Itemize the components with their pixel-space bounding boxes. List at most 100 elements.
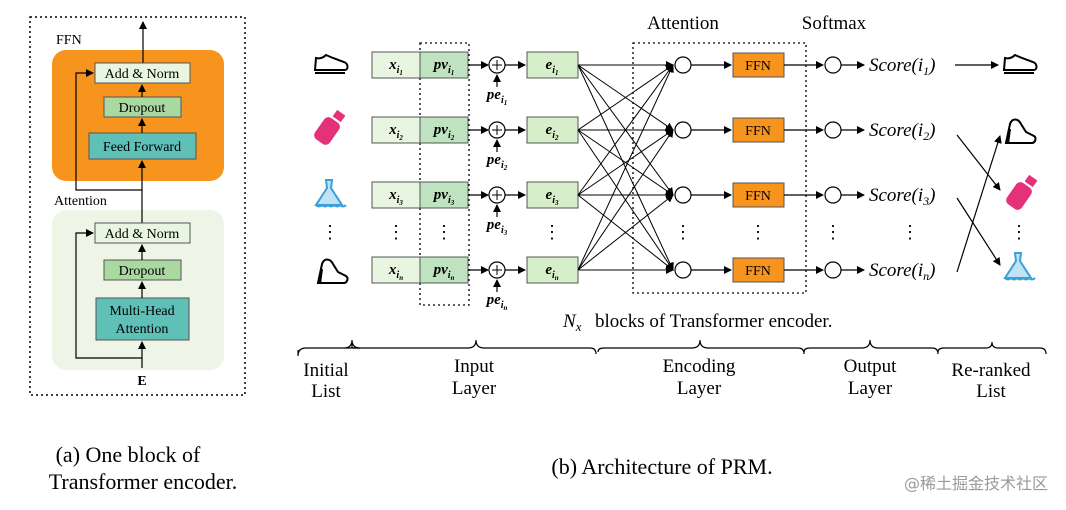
position-vector-dotted-box — [419, 42, 470, 306]
x-item-box — [371, 51, 421, 79]
stage-input-line1: Input — [454, 356, 495, 377]
attention-edge — [577, 64, 674, 196]
pe-label: pei1 — [485, 87, 507, 107]
ellipsis-row: ⋮ ⋮ ⋮ ⋮ ⋮ ⋮ ⋮ ⋮ ⋮ — [321, 222, 1028, 242]
panel-a-dotted-border — [29, 16, 246, 396]
e-item-label: ein — [545, 262, 558, 282]
add-norm-bottom-label: Add & Norm — [105, 227, 180, 242]
stage-output-line2: Layer — [848, 378, 893, 399]
svg-text:⋮: ⋮ — [901, 222, 919, 242]
stage-encoding-line2: Layer — [677, 378, 722, 399]
add-norm-top-label: Add & Norm — [105, 67, 180, 82]
panel-b: Attention Softmax ⋮ ⋮ ⋮ ⋮ ⋮ ⋮ — [297, 13, 1047, 479]
stage-reranked-line1: Re-ranked — [951, 360, 1031, 381]
e-item-box — [526, 256, 579, 284]
pv-item-box — [419, 116, 469, 144]
ffn-label: FFN — [745, 189, 771, 204]
svg-text:⋮: ⋮ — [749, 222, 767, 242]
attention-node — [674, 56, 692, 74]
ffn-box — [732, 117, 785, 143]
e-item-label: ei1 — [546, 57, 559, 77]
stage-encoding-line1: Encoding — [663, 356, 736, 377]
caption-a-line1: (a) One block of — [56, 442, 201, 467]
score-label: Score(i1) — [869, 55, 936, 78]
attention-edge — [577, 194, 674, 271]
pv-item-label: pvi2 — [432, 122, 455, 142]
x-item-label: xi2 — [388, 122, 403, 142]
svg-text:⋮: ⋮ — [543, 222, 561, 242]
ffn-label: FFN — [745, 124, 771, 139]
stage-reranked-line2: List — [976, 381, 1006, 402]
attention-block-label: Attention — [54, 194, 107, 209]
bottle-icon — [314, 109, 346, 145]
softmax-node — [824, 261, 842, 279]
feed-forward-label: Feed Forward — [103, 140, 181, 155]
add-norm-top-box — [94, 62, 191, 84]
pe-label: pei2 — [485, 152, 508, 172]
softmax-header: Softmax — [802, 13, 867, 34]
nx-symbol: Nx — [562, 311, 582, 334]
stage-initial-line2: List — [311, 381, 341, 402]
pv-item-label: pvi1 — [432, 57, 454, 77]
pv-item-box — [419, 256, 469, 284]
svg-text:⋮: ⋮ — [824, 222, 842, 242]
stage-output-line1: Output — [844, 356, 898, 377]
x-item-box — [371, 256, 421, 284]
caption-b: (b) Architecture of PRM. — [551, 454, 772, 479]
score-label: Score(i2) — [869, 120, 936, 143]
stage-initial-line1: Initial — [303, 360, 348, 381]
ffn-label: FFN — [745, 264, 771, 279]
ffn-block-label: FFN — [56, 33, 82, 48]
feed-forward-box — [88, 132, 197, 160]
ffn-box — [732, 52, 785, 78]
e-item-label: ei3 — [546, 187, 559, 207]
attention-edge — [577, 129, 674, 196]
pe-label: pein — [485, 292, 508, 312]
reranked-high-heel-icon — [1004, 118, 1037, 145]
pv-item-label: pvi3 — [432, 187, 455, 207]
attention-edge — [577, 64, 674, 271]
multi-head-attention-box — [95, 297, 190, 341]
encoder-dotted-box — [632, 42, 807, 294]
ffn-box — [732, 182, 785, 208]
stage-input-line2: Layer — [452, 378, 497, 399]
x-item-label: xin — [388, 262, 403, 282]
softmax-node — [824, 56, 842, 74]
reranked-bottle-icon — [1006, 174, 1038, 210]
x-item-box — [371, 181, 421, 209]
caption-a-line2: Transformer encoder. — [49, 469, 238, 494]
nx-text: blocks of Transformer encoder. — [595, 311, 832, 332]
svg-text:⋮: ⋮ — [674, 222, 692, 242]
dropout-bottom-label: Dropout — [119, 264, 166, 279]
svg-text:⋮: ⋮ — [1010, 222, 1028, 242]
attention-header: Attention — [647, 13, 719, 34]
ffn-label: FFN — [745, 59, 771, 74]
score-label: Score(i3) — [869, 185, 936, 208]
e-item-box — [526, 116, 579, 144]
mha-line2: Attention — [116, 322, 169, 337]
svg-text:⋮: ⋮ — [321, 222, 339, 242]
e-item-label: ei2 — [546, 122, 559, 142]
attention-edge — [577, 129, 674, 271]
pv-item-label: pvin — [432, 262, 455, 282]
x-item-label: xi3 — [388, 187, 403, 207]
dress-icon — [314, 179, 347, 208]
x-item-box — [371, 116, 421, 144]
softmax-node — [824, 121, 842, 139]
input-e-label: E — [137, 374, 146, 389]
dropout-top-label: Dropout — [119, 101, 166, 116]
shoe-icon — [313, 53, 349, 74]
stage-brackets — [297, 339, 1047, 357]
reranked-dress-icon — [1003, 252, 1036, 281]
reranked-shoe-icon — [1002, 53, 1038, 74]
x-item-label: xi1 — [388, 57, 403, 77]
panel-a: FFN Attention Add & Norm Dropout Feed Fo… — [29, 16, 246, 494]
attention-node — [674, 121, 692, 139]
softmax-node — [824, 186, 842, 204]
watermark: @稀土掘金技术社区 — [904, 474, 1048, 493]
attention-node — [674, 186, 692, 204]
score-label: Score(in) — [869, 260, 936, 283]
pv-item-box — [419, 51, 469, 79]
add-norm-bottom-box — [94, 222, 191, 244]
